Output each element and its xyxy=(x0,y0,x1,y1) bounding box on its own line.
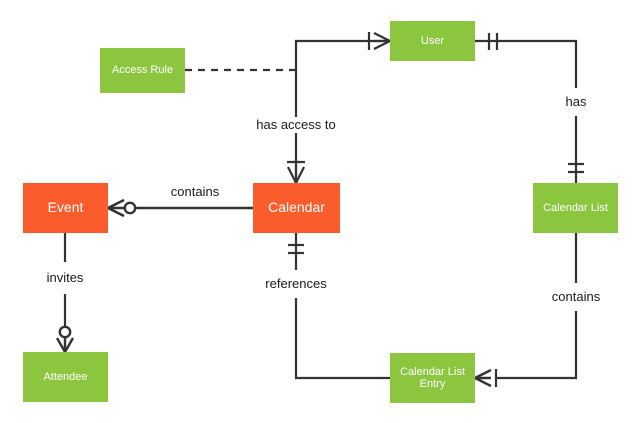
edge-calendar-entry xyxy=(294,233,390,380)
edge-label-contains-event-calendar: contains xyxy=(166,184,224,200)
edge-user-calendarlist xyxy=(475,39,578,183)
entity-attendee-label: Attendee xyxy=(43,370,88,383)
cardinality-calendar-bottom xyxy=(288,243,304,255)
entity-user-label: User xyxy=(420,34,445,47)
entity-calendar-list[interactable]: Calendar List xyxy=(533,183,618,233)
entity-calendar-list-entry-label: Calendar List Entry xyxy=(400,365,465,390)
cardinality-user-right xyxy=(487,33,499,50)
entity-calendar-list-entry[interactable]: Calendar List Entry xyxy=(390,353,475,403)
crowsfoot-entry-right xyxy=(474,368,498,388)
crowsfoot-user-left xyxy=(367,32,391,50)
entity-attendee[interactable]: Attendee xyxy=(23,352,108,402)
crowsfoot-attendee-top xyxy=(55,325,75,353)
crowsfoot-calendar-top xyxy=(287,160,305,184)
entity-user[interactable]: User xyxy=(390,21,475,61)
entity-event[interactable]: Event xyxy=(23,183,108,233)
entity-access-rule[interactable]: Access Rule xyxy=(100,48,185,93)
edge-label-contains-list-entry: contains xyxy=(547,289,605,305)
edge-calendar-user xyxy=(294,39,390,183)
cardinality-calendarlist-top xyxy=(568,162,584,174)
crowsfoot-event-right xyxy=(107,198,137,218)
entity-calendar-label: Calendar xyxy=(268,199,325,216)
edge-label-invites: invites xyxy=(42,270,88,286)
entity-calendar-list-label: Calendar List xyxy=(543,201,608,214)
edge-label-references: references xyxy=(261,276,331,292)
entity-calendar[interactable]: Calendar xyxy=(253,183,340,233)
edge-entry-calendarlist xyxy=(496,233,578,380)
edge-label-has: has xyxy=(561,94,591,110)
entity-access-rule-label: Access Rule xyxy=(111,64,174,77)
entity-event-label: Event xyxy=(47,199,84,216)
edge-label-has-access-to: has access to xyxy=(252,117,340,133)
